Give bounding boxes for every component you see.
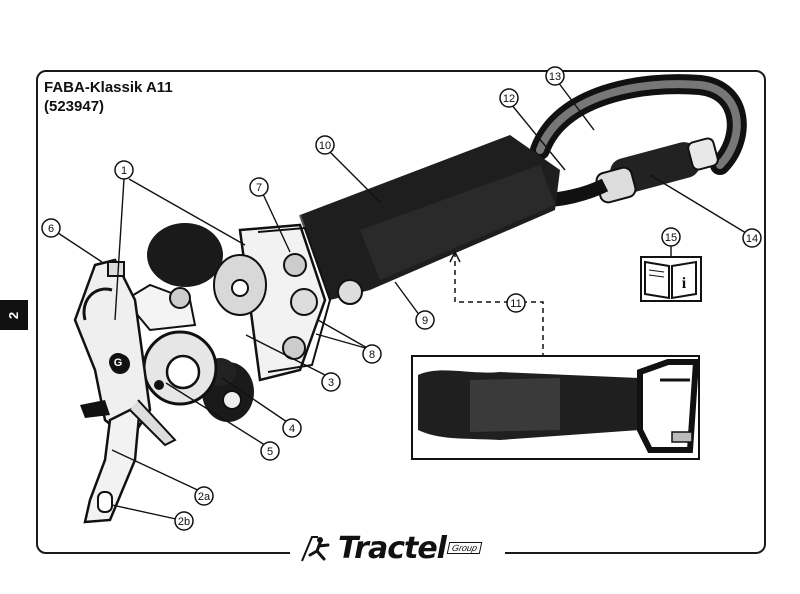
callout-2b: 2b bbox=[174, 511, 194, 531]
logo-wordmark: Tractel bbox=[338, 530, 447, 566]
svg-text:10: 10 bbox=[319, 140, 331, 152]
svg-text:5: 5 bbox=[267, 446, 273, 458]
svg-text:8: 8 bbox=[369, 349, 375, 361]
svg-text:11: 11 bbox=[510, 298, 521, 310]
callout-5: 5 bbox=[260, 441, 280, 461]
svg-text:14: 14 bbox=[746, 233, 758, 245]
energy-absorber bbox=[299, 135, 560, 301]
title-line-2: (523947) bbox=[44, 98, 105, 115]
callout-9: 9 bbox=[415, 310, 435, 330]
detail-inset bbox=[411, 355, 700, 460]
callout-6: 6 bbox=[41, 218, 61, 238]
manual-book-label: i bbox=[682, 275, 687, 292]
svg-text:1: 1 bbox=[121, 165, 127, 177]
title-line-1: FABA-Klassik A11 bbox=[44, 79, 173, 96]
logo-group-tag: Group bbox=[446, 542, 483, 554]
svg-text:13: 13 bbox=[549, 71, 561, 83]
callout-1: 1 bbox=[114, 160, 134, 180]
svg-text:2b: 2b bbox=[178, 516, 190, 528]
section-tab: 2 bbox=[0, 300, 28, 330]
g-badge-label: G bbox=[114, 357, 123, 369]
callout-8: 8 bbox=[362, 344, 382, 364]
callout-14: 14 bbox=[742, 228, 762, 248]
diagram-title: FABA-Klassik A11 (523947) bbox=[44, 78, 173, 116]
callout-2a: 2a bbox=[194, 486, 214, 506]
callout-markers: 1 2a 2b 3 4 5 6 7 8 9 10 11 12 13 14 15 bbox=[41, 66, 762, 531]
callout-10: 10 bbox=[315, 135, 335, 155]
carabiner bbox=[530, 74, 747, 207]
g-badge: G bbox=[109, 353, 127, 371]
svg-text:2a: 2a bbox=[198, 491, 211, 503]
svg-text:7: 7 bbox=[256, 182, 262, 194]
callout-15: 15 bbox=[661, 227, 681, 247]
callout-3: 3 bbox=[321, 372, 341, 392]
callout-12: 12 bbox=[499, 88, 519, 108]
fall-arrester-body bbox=[73, 223, 363, 524]
tractel-figure-icon bbox=[301, 536, 330, 562]
footer-gap bbox=[290, 534, 505, 568]
callout-4: 4 bbox=[282, 418, 302, 438]
inset-leader-line bbox=[454, 252, 544, 355]
svg-text:6: 6 bbox=[48, 223, 54, 235]
svg-text:3: 3 bbox=[328, 377, 334, 389]
svg-text:9: 9 bbox=[422, 315, 428, 327]
leader-lines bbox=[57, 81, 747, 520]
tractel-logo: Tractel Group bbox=[300, 530, 483, 566]
svg-text:4: 4 bbox=[289, 423, 295, 435]
manual-book-icon: i bbox=[640, 256, 702, 302]
svg-text:12: 12 bbox=[503, 93, 515, 105]
callout-7: 7 bbox=[249, 177, 269, 197]
svg-text:15: 15 bbox=[665, 232, 677, 244]
callout-11: 11 bbox=[506, 293, 526, 313]
callout-13: 13 bbox=[545, 66, 565, 86]
